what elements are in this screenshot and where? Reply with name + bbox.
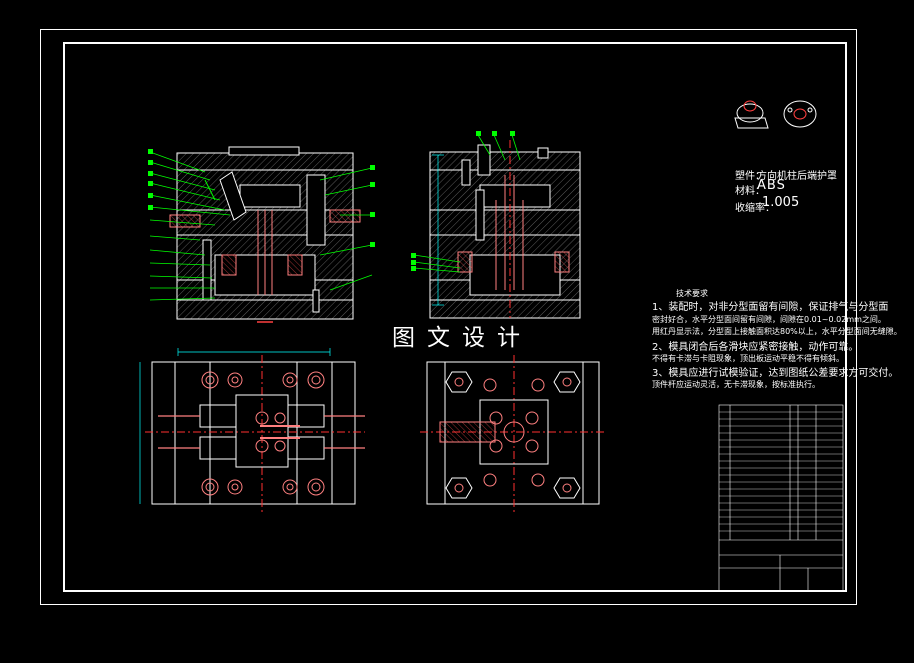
shrinkage-label: 收缩率： [735, 203, 775, 214]
part-name-label: 塑件： [735, 171, 765, 182]
bom-row-lines [719, 411, 843, 532]
tech-requirement-line: 3、模具应进行试模验证，达到图纸公差要求方可交付。 [652, 368, 899, 379]
part-name-value: 方向机柱后端护罩 [757, 171, 837, 182]
watermark-text: 图文设计 [392, 325, 532, 351]
tech-requirement-line: 密封好合，水平分型面间留有间隙，间隙在0.01~0.02mm之间。 [652, 315, 886, 324]
side-section-view [411, 131, 581, 319]
tech-requirement-line: 顶件杆应运动灵活，无卡滞现象，按标准执行。 [652, 380, 820, 389]
tech-requirement-line: 1、装配时，对非分型面留有间隙，保证排气与分型面 [652, 302, 889, 313]
tech-requirement-line: 不得有卡滞与卡阻现象，顶出板运动平稳不得有倾斜。 [652, 354, 844, 363]
drawing-outer-frame [40, 29, 857, 605]
main-section-view [148, 146, 375, 323]
material-label: 材料： [735, 186, 765, 197]
tech-requirement-line: 2、模具闭合后各滑块应紧密接触，动作可靠。 [652, 342, 859, 353]
part-isometric-views [734, 100, 817, 129]
moving-half-plan-view [139, 348, 365, 512]
drawing-inner-frame [63, 42, 847, 592]
material-value: ABS [757, 178, 786, 193]
shrinkage-value: 1.005 [762, 195, 800, 210]
bill-of-materials-table [718, 404, 844, 592]
tech-requirement-line: 用红丹显示法，分型面上接触面积达80%以上，水平分型面间无缝隙。 [652, 327, 902, 336]
fixed-half-plan-view [420, 355, 606, 512]
tech-requirements-title: 技术要求 [676, 289, 708, 298]
